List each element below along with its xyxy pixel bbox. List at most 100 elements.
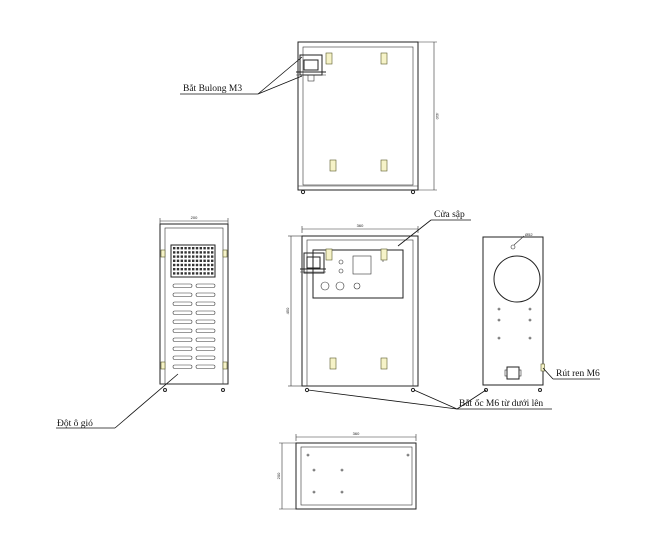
- grille-hole: [211, 272, 214, 275]
- vent-slot: [195, 301, 216, 306]
- grille-hole: [188, 255, 191, 258]
- vent-label: Đột ô gió: [57, 419, 93, 429]
- access-door-panel: [312, 249, 404, 299]
- m6-screw-label: Bắt ốc M6 từ dưới lên: [459, 398, 543, 409]
- vent-slot: [172, 364, 193, 369]
- bolt-marker: [380, 357, 388, 370]
- grille-hole: [203, 259, 206, 262]
- grille-hole: [199, 272, 202, 275]
- grille-hole: [195, 268, 199, 271]
- side-view-left: 200: [159, 215, 229, 392]
- grille-hole: [188, 259, 191, 262]
- grille-hole: [195, 259, 199, 262]
- grille-hole: [207, 268, 210, 271]
- grille-hole: [207, 251, 210, 254]
- bottom-depth-dim: 200: [276, 472, 281, 479]
- front-width-dim: 360: [357, 223, 364, 228]
- bolt-marker: [222, 249, 228, 258]
- grille-hole: [211, 251, 214, 254]
- bolt-marker: [325, 248, 333, 261]
- grille-hole: [180, 259, 183, 262]
- bottom-width-dim: 360: [353, 431, 360, 436]
- fan-grille: [170, 244, 216, 278]
- front-bracket: [300, 252, 326, 274]
- top-height-dim: 410: [435, 113, 440, 120]
- grille-hole: [188, 263, 191, 267]
- grille-hole: [180, 272, 183, 275]
- grille-hole: [184, 272, 187, 275]
- vent-slot: [195, 346, 216, 351]
- grille-hole: [195, 263, 199, 267]
- bolt-marker: [325, 52, 333, 65]
- grille-hole: [176, 272, 180, 275]
- grille-hole: [173, 247, 176, 250]
- grille-hole: [211, 263, 214, 267]
- grille-hole: [203, 268, 206, 271]
- grille-hole: [195, 272, 199, 275]
- grille-hole: [184, 247, 187, 250]
- grille-hole: [176, 268, 180, 271]
- grille-hole: [203, 251, 206, 254]
- grille-hole: [188, 247, 191, 250]
- vent-callout: Đột ô gió: [56, 373, 179, 429]
- grille-hole: [199, 263, 202, 267]
- left-width-dim: 200: [191, 215, 198, 220]
- grille-hole: [173, 255, 176, 258]
- grille-hole: [192, 259, 195, 262]
- bolt-marker: [329, 159, 337, 172]
- grille-hole: [203, 255, 206, 258]
- grille-hole: [184, 259, 187, 262]
- grille-hole: [173, 263, 176, 267]
- top-view: 410: [296, 41, 440, 195]
- grille-hole: [211, 247, 214, 250]
- vent-slot: [195, 292, 216, 297]
- thread-rivet-callout: Rút ren M6: [542, 367, 600, 380]
- front-height-dim: 450: [285, 307, 290, 314]
- vent-slot: [195, 337, 216, 342]
- vent-slot: [172, 283, 193, 288]
- grille-hole: [184, 255, 187, 258]
- grille-hole: [195, 247, 199, 250]
- grille-hole: [176, 255, 180, 258]
- grille-hole: [203, 263, 206, 267]
- grille-hole: [180, 247, 183, 250]
- grille-hole: [203, 247, 206, 250]
- vent-slot: [195, 364, 216, 369]
- bottom-view: 360 200: [276, 431, 417, 510]
- grille-hole: [207, 272, 210, 275]
- grille-hole: [180, 255, 183, 258]
- vent-slot: [195, 355, 216, 360]
- bolt-marker: [160, 249, 166, 258]
- vent-slot: [172, 328, 193, 333]
- grille-hole: [173, 268, 176, 271]
- grille-hole: [173, 259, 176, 262]
- grille-hole: [184, 268, 187, 271]
- grille-hole: [192, 251, 195, 254]
- grille-hole: [188, 268, 191, 271]
- grille-hole: [176, 251, 180, 254]
- vent-slot: [172, 310, 193, 315]
- vent-slot: [172, 346, 193, 351]
- grille-hole: [211, 268, 214, 271]
- grille-hole: [176, 259, 180, 262]
- access-door-callout: Cửa sập: [397, 210, 471, 247]
- bolt-marker: [329, 357, 337, 370]
- grille-hole: [207, 247, 210, 250]
- grille-hole: [176, 263, 180, 267]
- grille-hole: [207, 263, 210, 267]
- bolt-marker: [380, 159, 388, 172]
- front-view: 360 450: [285, 223, 419, 393]
- grille-hole: [192, 272, 195, 275]
- grille-hole: [211, 255, 214, 258]
- grille-hole: [203, 272, 206, 275]
- m3-bracket: [296, 54, 326, 82]
- grille-hole: [207, 259, 210, 262]
- bolt-marker: [160, 361, 166, 370]
- back-view: Ø52: [482, 232, 545, 392]
- vent-slot: [172, 355, 193, 360]
- grille-hole: [173, 272, 176, 275]
- grille-hole: [180, 263, 183, 267]
- access-door-label: Cửa sập: [434, 210, 465, 220]
- vent-slot: [172, 337, 193, 342]
